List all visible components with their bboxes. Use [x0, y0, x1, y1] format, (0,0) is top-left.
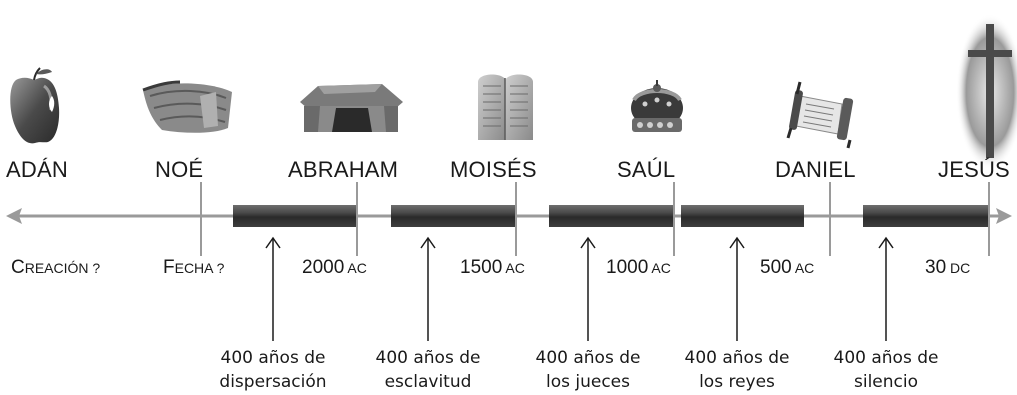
- figure-name: ABRAHAM: [288, 157, 399, 182]
- right-arrowhead-icon: [996, 208, 1012, 224]
- figure-name: MOISÉS: [450, 157, 537, 182]
- crown-icon: [631, 80, 683, 132]
- tablets-icon: [478, 74, 533, 140]
- period-bar-judges: [549, 205, 673, 227]
- date-label: FECHA ?: [163, 257, 225, 278]
- cross-icon: [956, 14, 1017, 170]
- scroll-icon: [786, 81, 854, 149]
- period-bar-kings: [681, 205, 804, 227]
- period-arrow-kings: [729, 236, 745, 341]
- date-label: 2000 AC: [302, 257, 367, 278]
- ark-icon: [142, 80, 232, 133]
- apple-icon: [10, 67, 60, 144]
- figure-name: DANIEL: [775, 157, 856, 182]
- period-arrow-dispersion: [265, 236, 281, 341]
- date-label: 1000 AC: [606, 257, 671, 278]
- period-bar-slavery: [391, 205, 516, 227]
- figure-name: ADÁN: [6, 157, 68, 182]
- figure-name: JESÚS: [938, 157, 1010, 182]
- left-arrowhead-icon: [6, 208, 22, 224]
- period-arrow-slavery: [420, 236, 436, 341]
- period-bar-dispersion: [233, 205, 357, 227]
- period-bar-silence: [863, 205, 990, 227]
- period-arrow-judges: [580, 236, 596, 341]
- figure-name: NOÉ: [155, 157, 204, 182]
- tent-icon: [300, 84, 403, 132]
- date-label: 1500 AC: [460, 257, 525, 278]
- figure-name: SAÚL: [617, 157, 676, 182]
- date-label: CREACIÓN ?: [11, 257, 101, 278]
- date-label: 30 DC: [925, 257, 971, 278]
- date-label: 500 AC: [760, 257, 815, 278]
- period-arrow-silence: [878, 236, 894, 341]
